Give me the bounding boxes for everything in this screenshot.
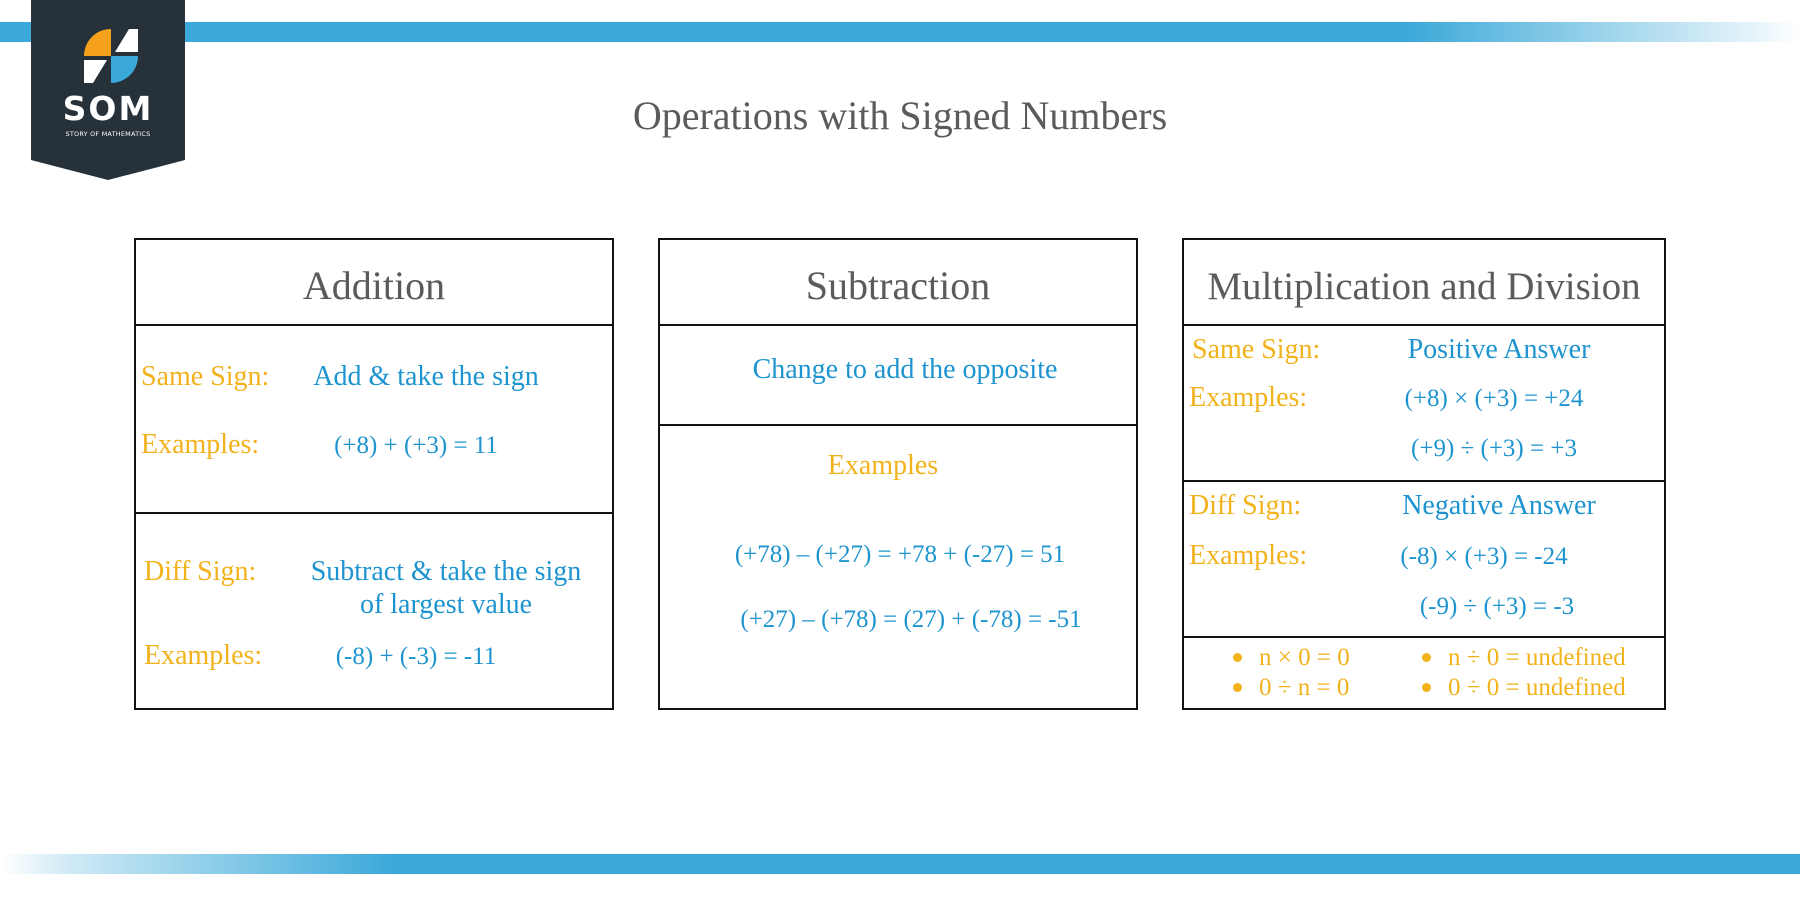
- muldiv-header-divider: [1184, 324, 1664, 326]
- multiplication-division-title: Multiplication and Division: [1207, 265, 1641, 308]
- addition-diff-sign-rule-line1: Subtract & take the sign: [310, 556, 582, 587]
- subtraction-example-2: (+27) – (+78) = (27) + (-78) = -51: [740, 606, 1082, 633]
- addition-diff-example: (-8) + (-3) = -11: [335, 643, 497, 670]
- subtraction-header-divider: [660, 324, 1136, 326]
- addition-mid-divider: [136, 512, 612, 514]
- subtraction-title: Subtraction: [805, 263, 991, 308]
- addition-diff-sign-rule-line2: of largest value: [359, 589, 533, 620]
- addition-same-sign-label: Same Sign:: [141, 361, 270, 392]
- muldiv-same-example-2: (+9) ÷ (+3) = +3: [1411, 435, 1577, 462]
- addition-examples-label: Examples:: [141, 429, 260, 460]
- logo-subtitle: STORY OF MATHEMATICS: [65, 130, 151, 138]
- zero-rule-1: n × 0 = 0: [1259, 644, 1350, 671]
- muldiv-mid-divider: [1184, 480, 1664, 482]
- subtraction-rule: Change to add the opposite: [752, 354, 1058, 385]
- bullet-icon: [1422, 683, 1431, 692]
- bullet-icon: [1233, 683, 1242, 692]
- bottom-accent-bar: [0, 854, 1800, 874]
- muldiv-diff-sign-rule: Negative Answer: [1402, 490, 1596, 521]
- addition-same-sign-rule: Add & take the sign: [313, 361, 539, 392]
- muldiv-diff-example-2: (-9) ÷ (+3) = -3: [1419, 593, 1575, 620]
- logo-text: SOM: [62, 89, 154, 128]
- addition-diff-sign-label: Diff Sign:: [144, 556, 257, 587]
- bullet-icon: [1422, 653, 1431, 662]
- addition-diff-examples-label: Examples:: [144, 640, 263, 671]
- addition-same-example: (+8) + (+3) = 11: [334, 432, 498, 459]
- page-title: Operations with Signed Numbers: [632, 93, 1168, 138]
- som-logo: SOM STORY OF MATHEMATICS: [31, 0, 185, 180]
- muldiv-diff-sign-label: Diff Sign:: [1189, 490, 1302, 521]
- muldiv-examples-label: Examples:: [1189, 382, 1308, 413]
- addition-panel: Addition Same Sign: Add & take the sign …: [134, 238, 614, 710]
- subtraction-examples-label: Examples: [827, 450, 939, 481]
- addition-title: Addition: [302, 263, 446, 308]
- addition-header-divider: [136, 324, 612, 326]
- logo-badge-icon: [31, 0, 185, 180]
- subtraction-example-1: (+78) – (+27) = +78 + (-27) = 51: [734, 541, 1066, 568]
- subtraction-panel: Subtraction Change to add the opposite E…: [658, 238, 1138, 710]
- zero-rule-2: n ÷ 0 = undefined: [1448, 644, 1626, 671]
- muldiv-zero-divider: [1184, 636, 1664, 638]
- zero-rule-4: 0 ÷ 0 = undefined: [1448, 674, 1626, 701]
- subtraction-mid-divider: [660, 424, 1136, 426]
- top-accent-bar: [0, 22, 1800, 42]
- muldiv-same-example-1: (+8) × (+3) = +24: [1404, 385, 1584, 412]
- multiplication-division-panel: Multiplication and Division Same Sign: P…: [1182, 238, 1666, 710]
- zero-rule-3: 0 ÷ n = 0: [1259, 674, 1350, 701]
- bullet-icon: [1233, 653, 1242, 662]
- muldiv-same-sign-label: Same Sign:: [1192, 334, 1321, 365]
- muldiv-same-sign-rule: Positive Answer: [1407, 334, 1591, 365]
- muldiv-diff-example-1: (-8) × (+3) = -24: [1400, 543, 1568, 570]
- muldiv-diff-examples-label: Examples:: [1189, 540, 1308, 571]
